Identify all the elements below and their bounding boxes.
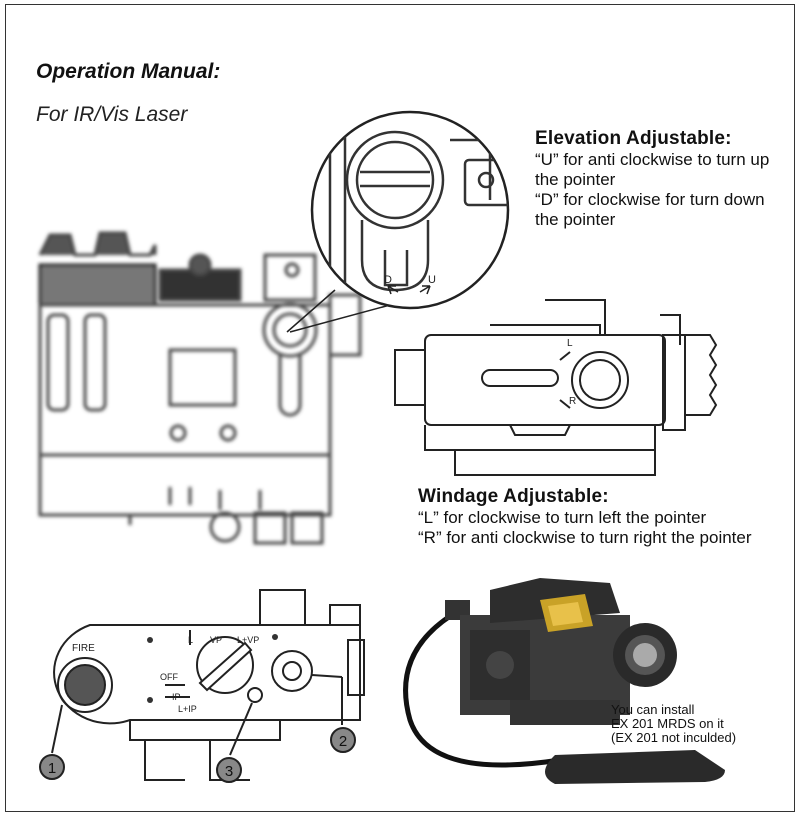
mode-ip-label: IP xyxy=(172,692,181,702)
elevation-line: the pointer xyxy=(535,210,616,229)
callout-2: 2 xyxy=(330,727,356,753)
callout-1: 1 xyxy=(39,754,65,780)
manual-title: Operation Manual: xyxy=(36,60,221,83)
mrds-note-line: (EX 201 not inculded) xyxy=(611,730,737,745)
elevation-line: “U” for anti clockwise to turn up xyxy=(535,150,770,169)
windage-line: “L” for clockwise to turn left the point… xyxy=(418,508,707,527)
windage-line: “R” for anti clockwise to turn right the… xyxy=(418,528,752,547)
fire-label: FIRE xyxy=(72,643,95,654)
elevation-dial-magnified: D U xyxy=(286,110,510,333)
elevation-instructions: Elevation Adjustable: “U” for anti clock… xyxy=(535,128,785,230)
mode-off-label: OFF xyxy=(160,672,178,682)
device-photo-with-mrds xyxy=(403,578,725,784)
mode-lip-label: L+IP xyxy=(178,704,197,714)
device-side-illustration xyxy=(38,231,362,545)
mrds-note: You can install EX 201 MRDS on it (EX 20… xyxy=(611,703,736,745)
svg-text:2: 2 xyxy=(339,733,347,750)
elevation-heading: Elevation Adjustable: xyxy=(535,128,732,149)
windage-dial-l-label: L xyxy=(567,338,573,349)
mode-lvp-label: L+VP xyxy=(237,635,259,645)
manual-subtitle: For IR/Vis Laser xyxy=(36,103,188,126)
mode-vp-label: VP xyxy=(210,635,222,645)
elevation-dial-d-label: D xyxy=(384,274,392,286)
svg-text:1: 1 xyxy=(48,760,56,777)
mrds-note-line: EX 201 MRDS on it xyxy=(611,716,724,731)
control-panel-illustration: FIRE OFF L VP L+VP IP L+IP 1 2 3 xyxy=(39,589,365,783)
device-top-illustration: L R xyxy=(394,299,718,476)
elevation-dial-u-label: U xyxy=(428,274,436,286)
callout-3: 3 xyxy=(216,757,242,783)
elevation-line: “D” for clockwise for turn down xyxy=(535,190,765,209)
mode-l-label: L xyxy=(188,635,193,645)
windage-dial-r-label: R xyxy=(569,396,576,407)
windage-heading: Windage Adjustable: xyxy=(418,486,609,507)
elevation-line: the pointer xyxy=(535,170,616,189)
svg-text:3: 3 xyxy=(225,763,233,780)
mrds-note-line: You can install xyxy=(611,702,695,717)
windage-instructions: Windage Adjustable: “L” for clockwise to… xyxy=(418,486,788,548)
